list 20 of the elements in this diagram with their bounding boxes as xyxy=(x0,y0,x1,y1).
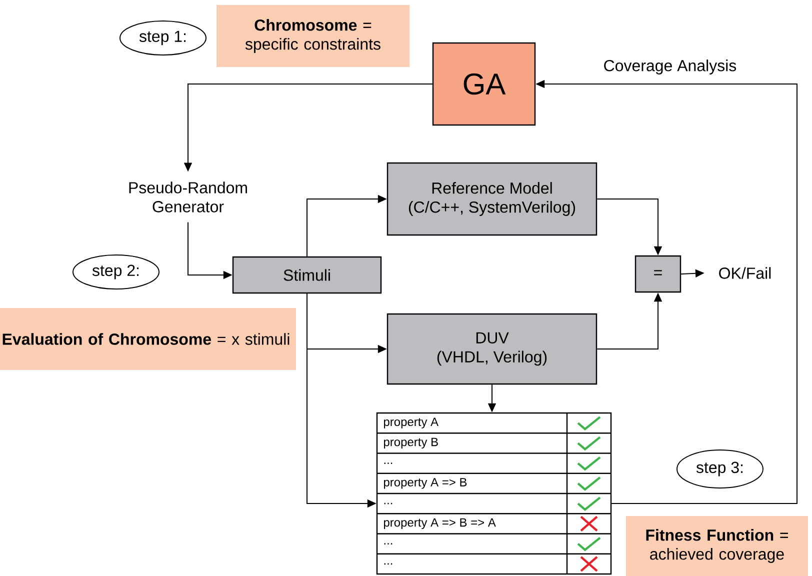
note-box: Evaluation of Chromosome = x stimuli xyxy=(0,308,296,370)
table-cell: property A xyxy=(384,418,439,428)
text-label: Pseudo-Random Generator xyxy=(129,182,247,212)
process-box: GA xyxy=(432,42,536,126)
note-box: Chromosome = specific constraints xyxy=(216,5,410,67)
process-box: Stimuli xyxy=(232,256,382,294)
process-box: DUV (VHDL, Verilog) xyxy=(386,313,598,385)
edge-label: Coverage Analysis xyxy=(602,58,738,76)
comparator-box: = xyxy=(634,255,682,293)
property-table xyxy=(376,412,612,575)
table-cell: property A => B => A xyxy=(384,518,496,530)
table-cell: property B xyxy=(384,438,438,449)
table-cell: property A => B xyxy=(384,478,467,489)
process-box: Reference Model (C/C++, SystemVerilog) xyxy=(386,162,598,236)
text-label: OK/Fail xyxy=(719,267,771,279)
table-cell: ... xyxy=(384,462,392,464)
note-box: Fitness Function = achieved coverage xyxy=(626,516,808,576)
table-cell: ... xyxy=(384,563,392,565)
table-cell: ... xyxy=(384,543,392,544)
table-cell: ... xyxy=(384,502,392,504)
